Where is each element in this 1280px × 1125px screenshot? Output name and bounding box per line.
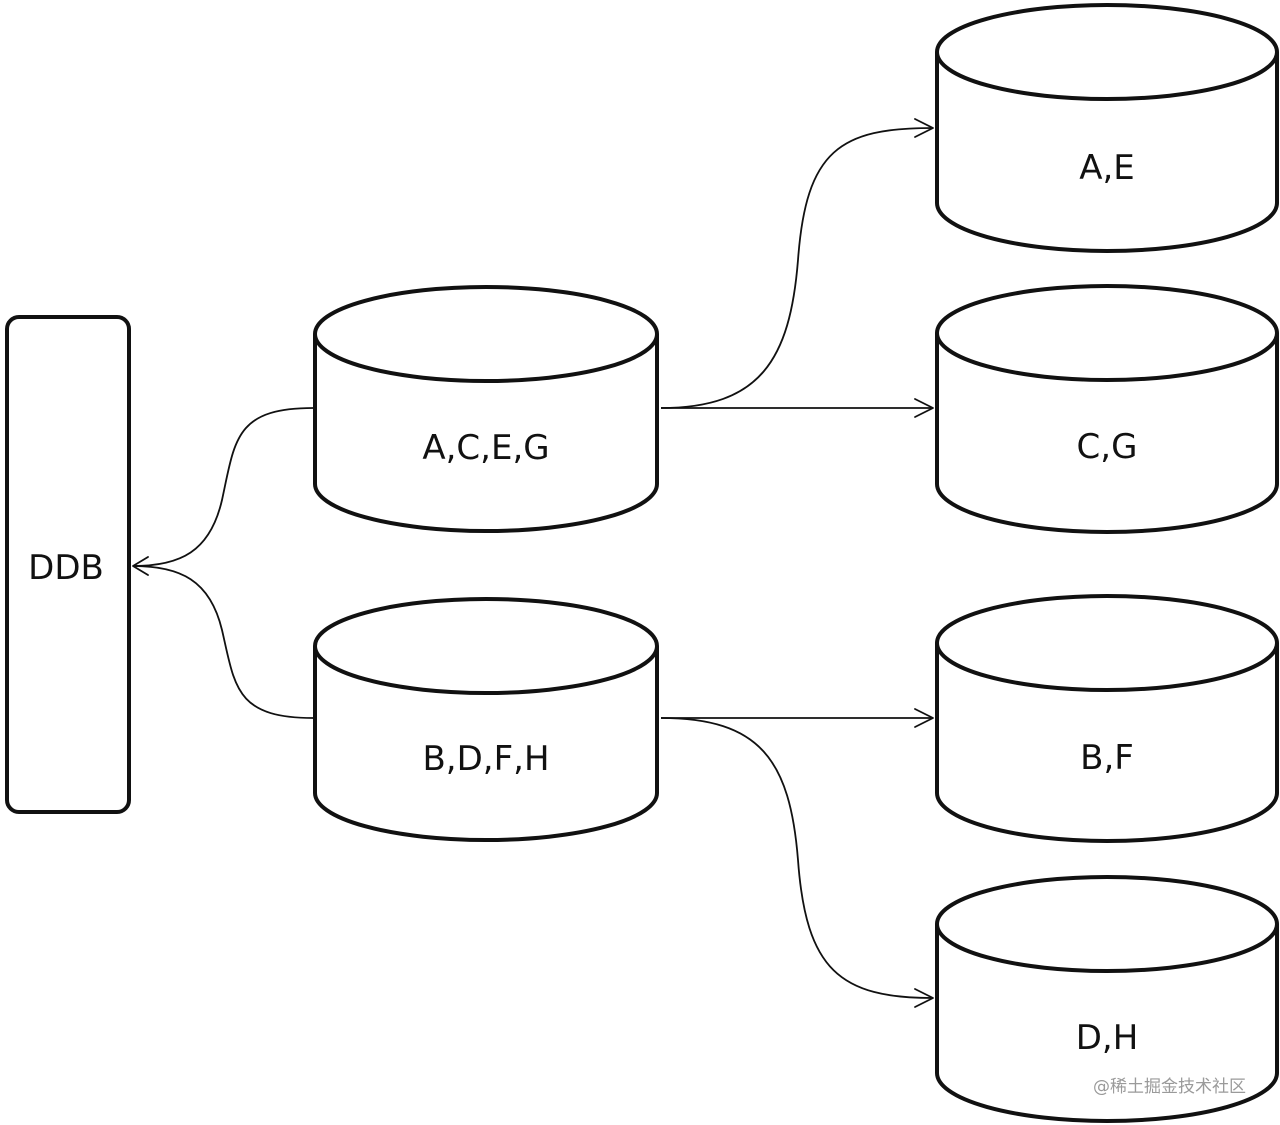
- db-cylinder-bf: B,F: [935, 594, 1279, 843]
- db-label-bf: B,F: [1080, 738, 1134, 778]
- db-label-bdfh: B,D,F,H: [422, 739, 549, 779]
- watermark: @稀土掘金技术社区: [1093, 1077, 1246, 1097]
- db-cylinder-dh: D,H: [935, 875, 1279, 1123]
- db-label-ae: A,E: [1079, 148, 1135, 188]
- db-cylinder-acceg: A,C,E,G: [313, 285, 659, 533]
- arrowhead-bf: [914, 708, 934, 728]
- db-label-cg: C,G: [1077, 427, 1138, 467]
- db-label-acceg: A,C,E,G: [422, 428, 549, 468]
- arrowhead-cg: [914, 398, 934, 418]
- ddb-node: DDB: [5, 315, 131, 814]
- db-cylinder-cg: C,G: [935, 284, 1279, 534]
- ddb-label: DDB: [28, 548, 104, 588]
- edge-acceg-to-ae: [660, 127, 934, 409]
- edge-mid-acceg-to-ddb: [132, 407, 314, 567]
- db-cylinder-ae: A,E: [935, 3, 1279, 253]
- db-label-dh: D,H: [1076, 1018, 1139, 1058]
- db-cylinder-bdfh: B,D,F,H: [313, 597, 659, 842]
- arrowhead-dh: [914, 988, 934, 1008]
- edge-mid-bdfh-to-ddb: [132, 565, 314, 719]
- arrowhead-ddb: [132, 556, 149, 576]
- arrowhead-ae: [914, 118, 934, 138]
- edges: [132, 118, 934, 1008]
- edge-bdfh-to-dh: [660, 717, 934, 999]
